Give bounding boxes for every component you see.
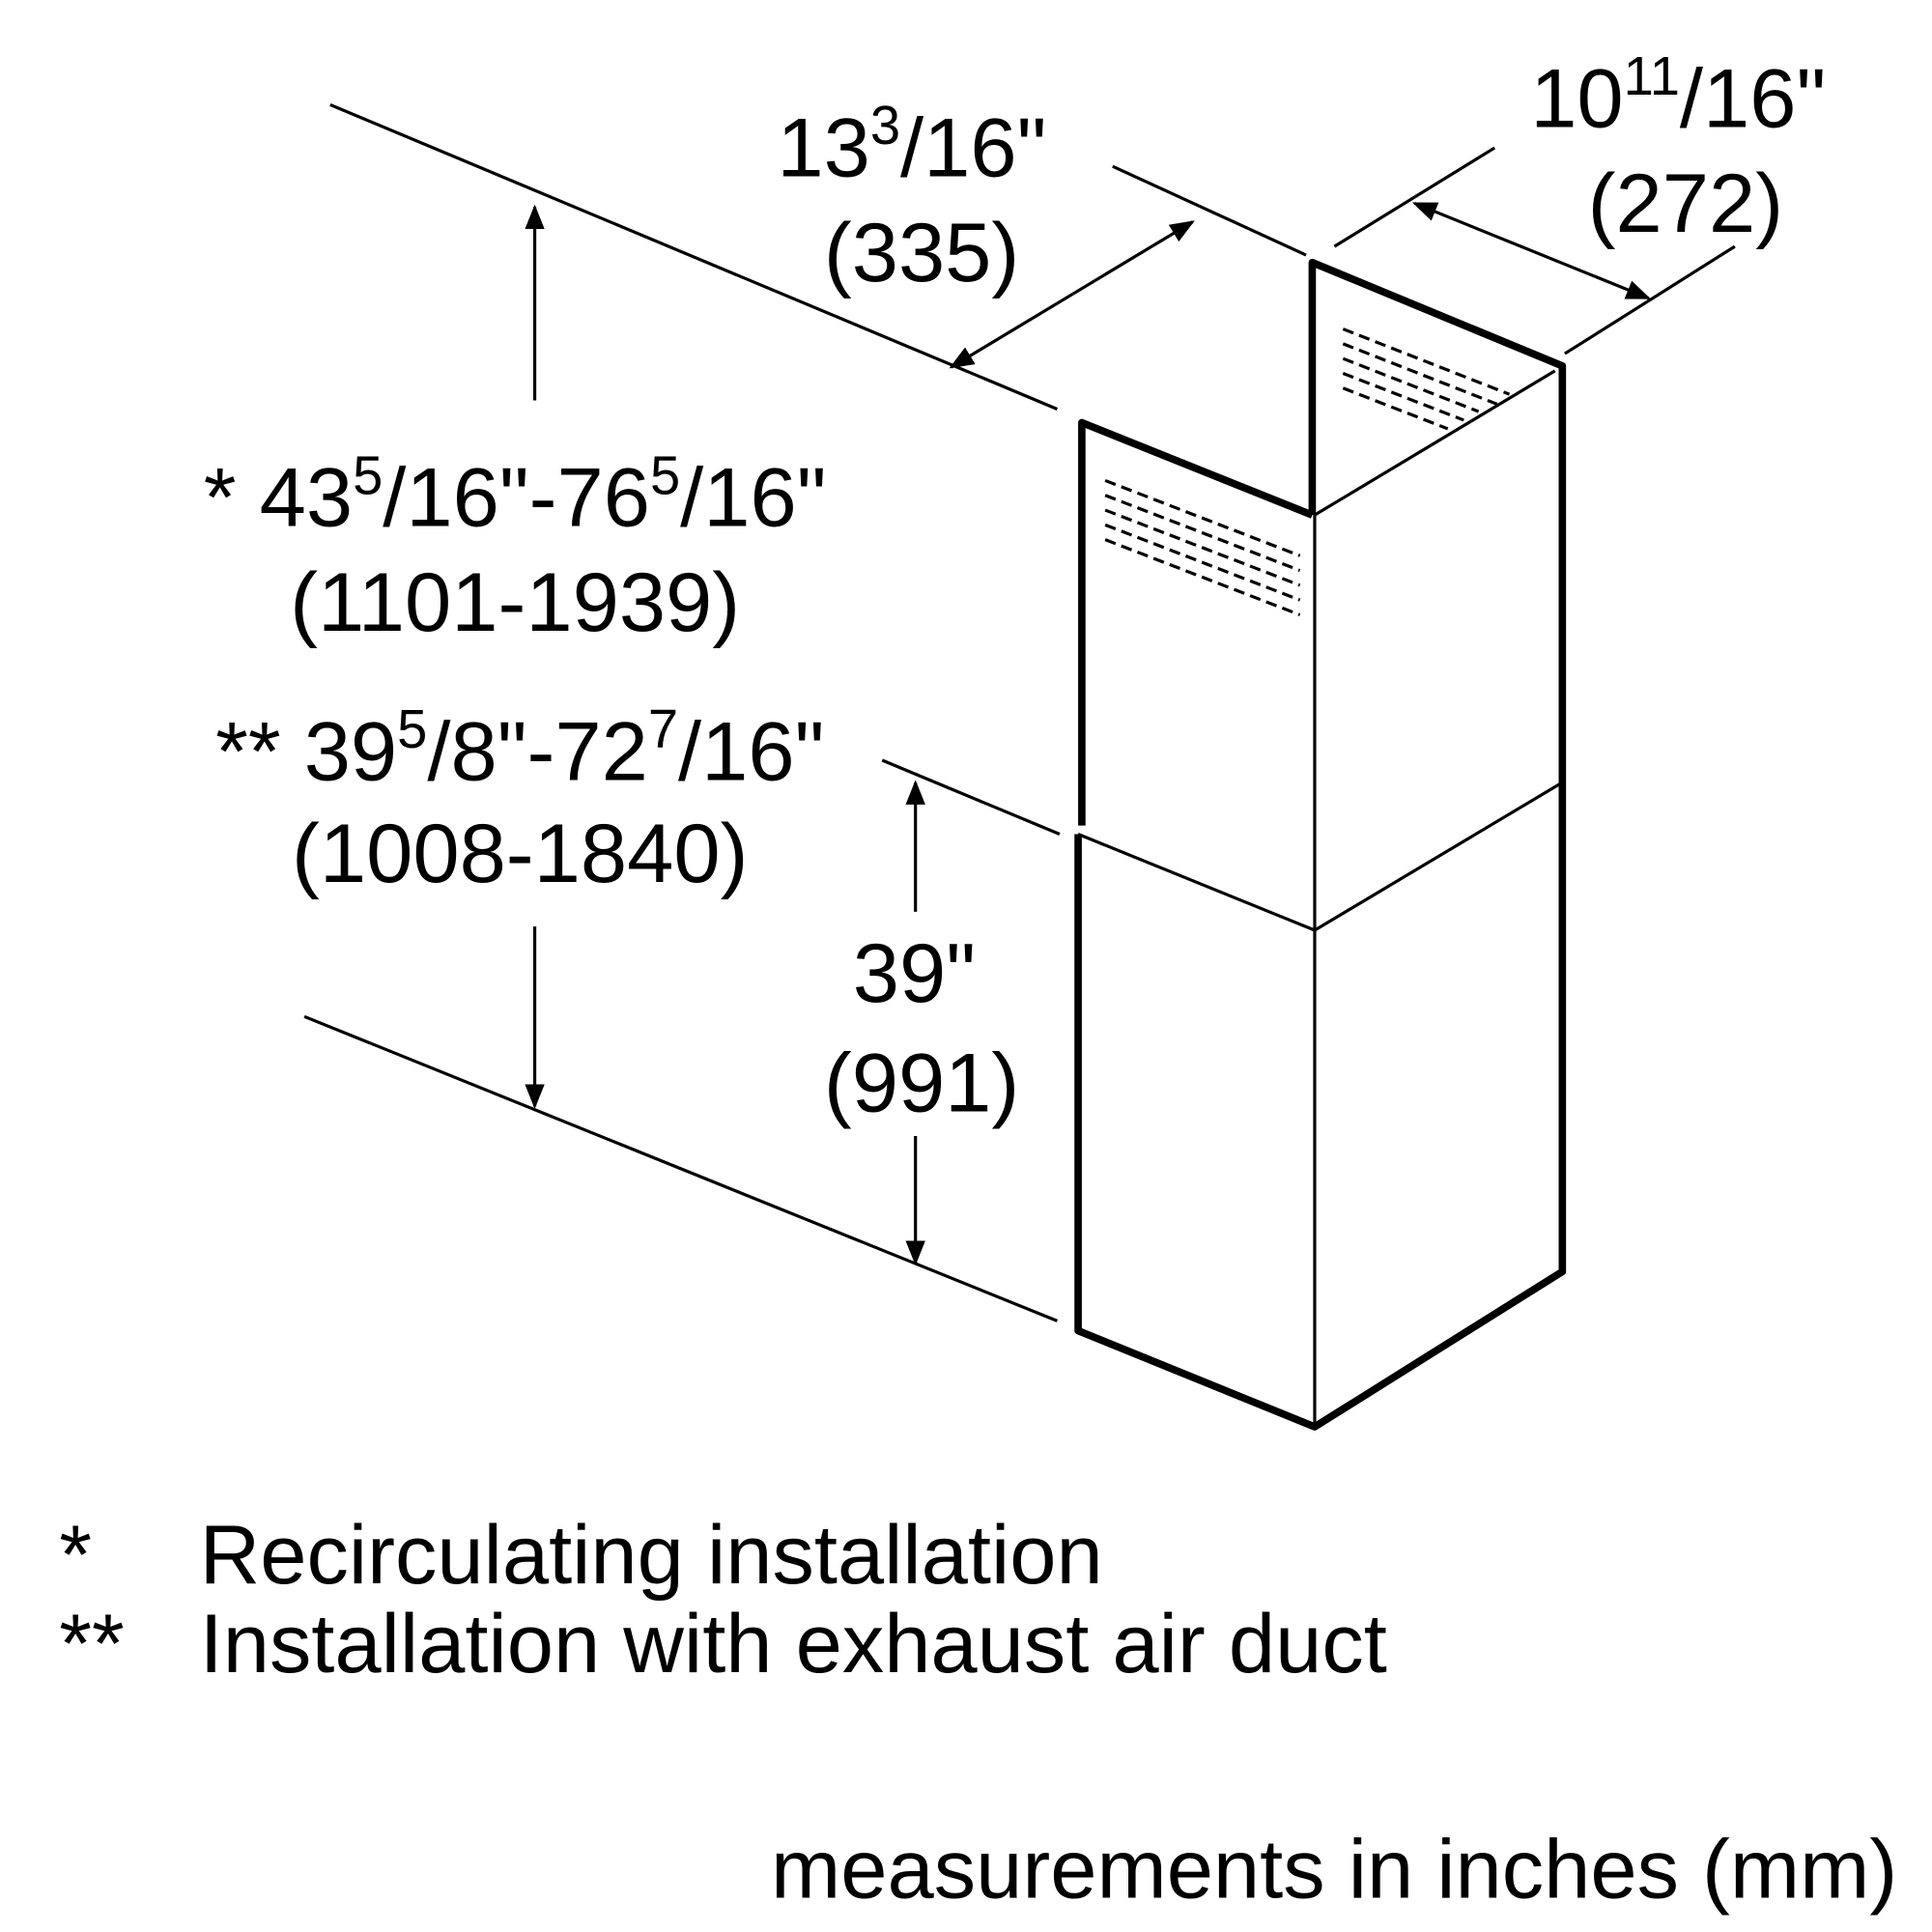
exhaust-height-mm: (1008-1840) xyxy=(292,807,748,900)
width-mm: (335) xyxy=(824,206,1019,299)
depth-mm: (272) xyxy=(1588,156,1783,250)
vent-slots-front xyxy=(1104,478,1301,616)
recirc-height-mm: (1101-1939) xyxy=(290,555,740,649)
note-text: Installation with exhaust air duct xyxy=(200,1597,1387,1690)
ceiling-line xyxy=(329,102,1059,411)
width-arrow xyxy=(949,220,1195,369)
width-inches: 133/16" xyxy=(777,95,1046,194)
depth-inches: 1011/16" xyxy=(1530,45,1826,145)
note-text: Recirculating installation xyxy=(200,1508,1103,1602)
depth-extension-line xyxy=(1333,146,1496,248)
lower-chimney-section xyxy=(1074,781,1567,1431)
depth-arrow xyxy=(1411,201,1651,300)
recirc-height-inches: * 435/16"-765/16" xyxy=(204,444,827,544)
units-note: measurements in inches (mm) xyxy=(771,1822,1897,1916)
lower-height-inches: 39" xyxy=(853,926,976,1020)
hood-top-line xyxy=(881,758,1061,836)
vent-slots-back xyxy=(1342,327,1511,431)
lower-height-mm: (991) xyxy=(824,1037,1019,1130)
cooktop-line xyxy=(303,1014,1058,1322)
note-mark: ** xyxy=(59,1597,125,1690)
width-extension-line xyxy=(1112,164,1307,257)
upper-chimney-section xyxy=(1078,258,1567,931)
depth-extension-line xyxy=(1564,244,1736,355)
exhaust-height-inches: ** 395/8"-727/16" xyxy=(215,698,824,798)
note-mark: * xyxy=(59,1508,92,1602)
